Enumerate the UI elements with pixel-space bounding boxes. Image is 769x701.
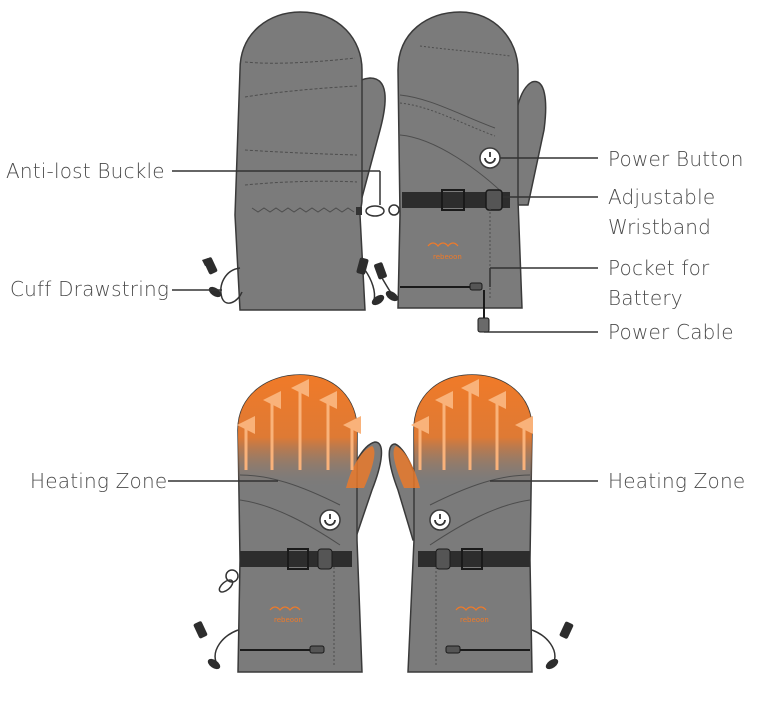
mitten-body-top-left (234, 11, 366, 311)
logo-text: rebeoon (433, 253, 462, 261)
label-power-button: Power Button (608, 147, 744, 171)
leader-lines (168, 157, 598, 482)
label-cuff-drawstring: Cuff Drawstring (10, 277, 170, 301)
battery-pocket (400, 282, 483, 291)
cuff-drawstring-top-left-inner (356, 257, 385, 306)
power-cable (477, 290, 490, 333)
label-adjustable-wristband-1: Adjustable (608, 185, 716, 209)
glove-top-right: rebeoon (374, 11, 547, 333)
wristband-bottom-left (240, 551, 352, 567)
adjustable-wristband (402, 189, 510, 211)
drawstring-bottom-right (531, 621, 574, 670)
label-anti-lost-buckle: Anti-lost Buckle (6, 159, 165, 183)
heating-zone-bottom-left (238, 375, 357, 488)
drawstring-bottom-left (193, 569, 239, 670)
glove-bottom-left: rebeoon (193, 374, 383, 673)
mitten-body-top-right (397, 11, 523, 309)
label-heating-zone-right: Heating Zone (608, 469, 746, 493)
cuff-drawstring-top-right (374, 262, 399, 302)
wristband-bottom-right (418, 551, 530, 567)
brand-logo-bottom-left: rebeoon (269, 606, 303, 624)
svg-text:rebeoon: rebeoon (274, 616, 303, 624)
anti-lost-buckle (356, 204, 400, 217)
svg-text:rebeoon: rebeoon (460, 616, 489, 624)
label-adjustable-wristband-2: Wristband (608, 215, 712, 239)
heating-zone-bottom-right (414, 375, 532, 488)
label-power-cable: Power Cable (608, 320, 734, 344)
glove-bottom-right: rebeoon (388, 374, 574, 673)
power-button-bottom-left (319, 509, 341, 531)
heat-arrows-bottom-left (237, 379, 361, 470)
brand-logo-top: rebeoon (427, 242, 462, 261)
power-button-bottom-right (429, 509, 451, 531)
glove-top-left (202, 11, 400, 311)
heat-arrows-bottom-right (411, 379, 533, 470)
brand-logo-bottom-right: rebeoon (455, 606, 489, 624)
label-pocket-for-battery-2: Battery (608, 286, 683, 310)
label-pocket-for-battery-1: Pocket for (608, 256, 710, 280)
label-heating-zone-left: Heating Zone (30, 469, 168, 493)
cuff-drawstring-top-left (202, 257, 243, 304)
power-button (479, 147, 501, 169)
